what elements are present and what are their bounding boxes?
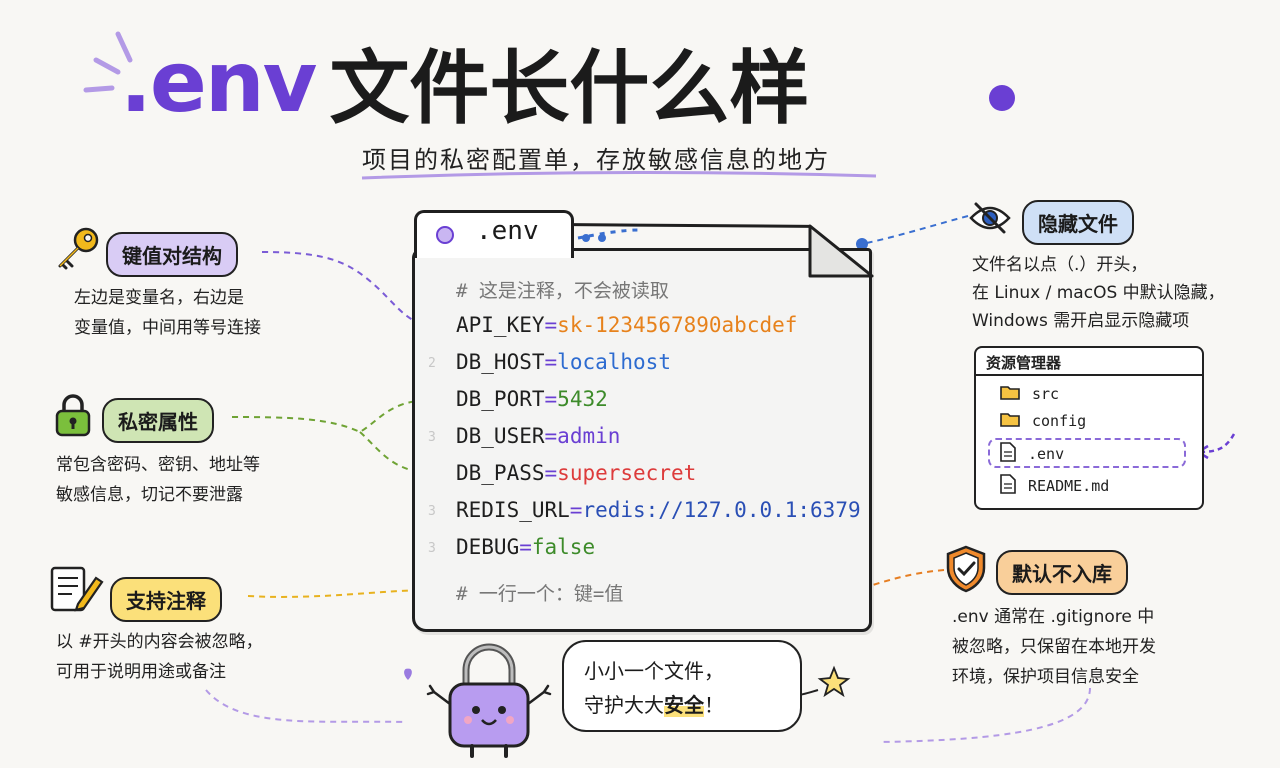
code-key: API_KEY — [456, 313, 545, 337]
code-eq: = — [569, 498, 583, 522]
bubble-line-2: 守护大大安全！ — [584, 688, 724, 722]
lock-icon — [55, 394, 91, 437]
line-number: 2 — [428, 356, 436, 371]
code-value: admin — [557, 424, 621, 448]
code-key: DB_HOST — [456, 350, 545, 374]
code-value: 5432 — [557, 387, 608, 411]
note-desc: 以 #开头的内容会被忽略， — [56, 632, 263, 652]
code-value: supersecret — [557, 461, 697, 485]
key-icon — [58, 227, 99, 270]
bubble-line-2-post: ！ — [704, 693, 724, 717]
note-desc: 在 Linux / macOS 中默认隐藏， — [972, 283, 1225, 303]
code-eq: = — [544, 461, 558, 485]
code-value: redis://127.0.0.1:6379 — [582, 498, 861, 522]
lock-mascot-icon — [426, 643, 552, 758]
note-desc: 常包含密码、密钥、地址等 — [56, 455, 260, 475]
line-number: 3 — [428, 541, 436, 556]
explorer-item-label: .env — [1028, 445, 1065, 463]
code-key: DB_PORT — [456, 387, 545, 411]
code-line-db-user: DB_USER=admin — [456, 424, 620, 448]
code-value: sk-1234567890abcdef — [557, 313, 798, 337]
env-file-card — [412, 248, 872, 632]
note-desc: Windows 需开启显示隐藏项 — [972, 311, 1190, 331]
code-eq: = — [519, 535, 532, 559]
folder-icon — [1000, 411, 1020, 431]
note-desc: 左边是变量名，右边是 — [74, 288, 244, 308]
code-key: REDIS_URL — [456, 498, 570, 522]
note-desc: 被忽略，只保留在本地开发 — [952, 637, 1156, 657]
code-comment-top: # 这是注释，不会被读取 — [456, 280, 669, 302]
code-comment-bottom: # 一行一个：键=值 — [456, 583, 624, 605]
code-line-api-key: API_KEY=sk-1234567890abcdef — [456, 313, 797, 337]
file-icon — [1000, 442, 1016, 466]
note-desc: 敏感信息，切记不要泄露 — [56, 485, 243, 505]
explorer-item-label: README.md — [1028, 477, 1110, 495]
code-line-db-pass: DB_PASS=supersecret — [456, 461, 696, 485]
code-line-db-port: DB_PORT=5432 — [456, 387, 608, 411]
code-eq: = — [544, 387, 558, 411]
code-line-db-host: DB_HOST=localhost — [456, 350, 671, 374]
code-value: false — [531, 535, 596, 559]
line-number: 3 — [428, 504, 436, 519]
explorer-item-config[interactable]: config — [1000, 411, 1086, 431]
pill-private: 私密属性 — [102, 398, 214, 443]
code-key: DEBUG — [456, 535, 520, 559]
subtitle: 项目的私密配置单，存放敏感信息的地方 — [362, 146, 830, 174]
card-top-edge — [573, 223, 811, 228]
bubble-line-1: 小小一个文件， — [584, 659, 724, 683]
code-line-debug: DEBUG=false — [456, 535, 595, 559]
note-desc: 变量值，中间用等号连接 — [74, 318, 261, 338]
note-pencil-icon — [50, 566, 104, 612]
code-line-redis-url: REDIS_URL=redis://127.0.0.1:6379 — [456, 498, 861, 522]
folder-icon — [1000, 384, 1020, 404]
tab-dot-icon — [436, 226, 454, 244]
explorer-title: 资源管理器 — [986, 354, 1062, 372]
code-eq: = — [544, 424, 558, 448]
code-eq: = — [544, 350, 558, 374]
note-desc: .env 通常在 .gitignore 中 — [952, 607, 1155, 627]
explorer-item-readme[interactable]: README.md — [1000, 474, 1109, 498]
bubble-text: 小小一个文件， 守护大大安全！ — [584, 654, 724, 722]
code-value: localhost — [557, 350, 671, 374]
code-key: DB_PASS — [456, 461, 545, 485]
explorer-item-src[interactable]: src — [1000, 384, 1059, 404]
explorer-item-label: config — [1032, 412, 1087, 430]
code-key: DB_USER — [456, 424, 545, 448]
file-tab-label: .env — [476, 216, 539, 246]
title-env: .env — [120, 33, 317, 131]
pill-comments: 支持注释 — [110, 577, 222, 622]
file-tab[interactable] — [414, 210, 574, 258]
explorer-divider — [976, 374, 1202, 376]
bubble-line-2-pre: 守护大大 — [584, 693, 664, 717]
env-highlight — [988, 438, 1186, 468]
eye-slash-icon — [969, 202, 1011, 234]
file-icon — [1000, 474, 1016, 498]
line-number: 3 — [428, 430, 436, 445]
note-desc: 文件名以点（.）开头， — [972, 255, 1148, 275]
pill-hidden-file: 隐藏文件 — [1022, 200, 1134, 245]
bubble-highlight: 安全 — [664, 693, 704, 717]
explorer-item-env[interactable]: .env — [1000, 442, 1064, 466]
note-desc: 环境，保护项目信息安全 — [952, 667, 1139, 687]
code-eq: = — [544, 313, 558, 337]
pill-key-value: 键值对结构 — [106, 232, 238, 277]
page-title: .env 文件长什么样 — [120, 22, 809, 142]
shield-check-icon — [946, 545, 986, 593]
explorer-item-label: src — [1032, 385, 1060, 403]
folded-corner — [808, 224, 874, 278]
pill-not-committed: 默认不入库 — [996, 550, 1128, 595]
title-text: 文件长什么样 — [329, 42, 810, 135]
note-desc: 可用于说明用途或备注 — [56, 662, 226, 682]
